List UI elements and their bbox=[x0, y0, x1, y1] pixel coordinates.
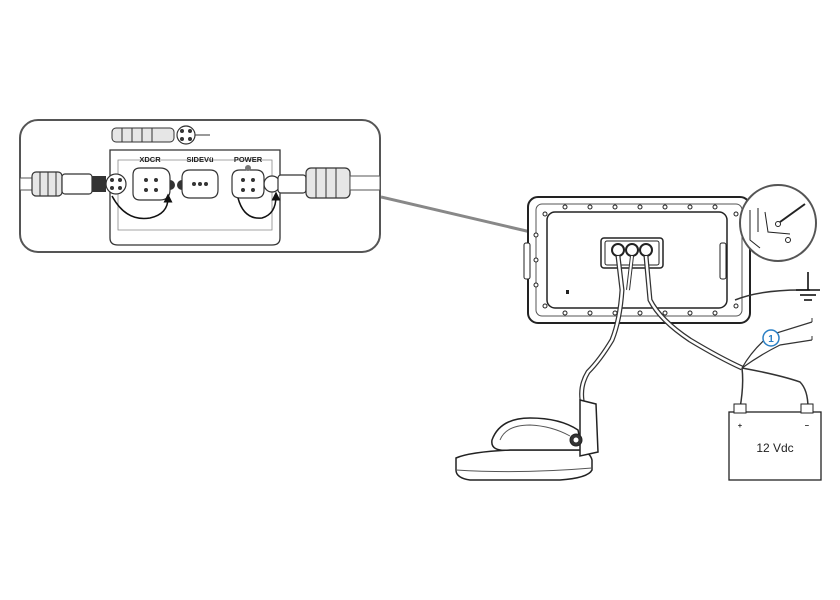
top-cable bbox=[111, 125, 210, 145]
port-sidevu: SIDEVü bbox=[177, 155, 219, 199]
ground-symbol-icon bbox=[796, 272, 820, 301]
transducer-icon bbox=[455, 399, 599, 481]
port-label-xdcr: XDCR bbox=[139, 155, 161, 164]
left-cable bbox=[19, 171, 127, 197]
battery-positive: + bbox=[738, 421, 743, 430]
inset-panel: XDCR SIDEVü POWER bbox=[19, 119, 381, 253]
port-label-power: POWER bbox=[234, 155, 263, 164]
fuse-callout-icon: 1 bbox=[762, 329, 780, 347]
xdcr-connect-arrow bbox=[111, 193, 173, 220]
right-cable bbox=[263, 167, 381, 199]
port-label-sidevu: SIDEVü bbox=[186, 155, 214, 164]
port-xdcr: XDCR bbox=[132, 155, 175, 201]
device-back bbox=[523, 196, 751, 324]
battery-negative: − bbox=[805, 421, 810, 430]
ground-detail-circle bbox=[739, 184, 817, 262]
power-wire-positive bbox=[739, 367, 744, 409]
accessory-wires bbox=[741, 321, 813, 369]
power-wire-negative bbox=[741, 367, 809, 409]
battery-icon: + − 12 Vdc bbox=[728, 403, 822, 481]
callout-number: 1 bbox=[768, 334, 774, 345]
power-connect-arrow bbox=[237, 191, 281, 219]
battery-voltage-label: 12 Vdc bbox=[756, 441, 793, 455]
port-power: POWER bbox=[231, 155, 265, 199]
